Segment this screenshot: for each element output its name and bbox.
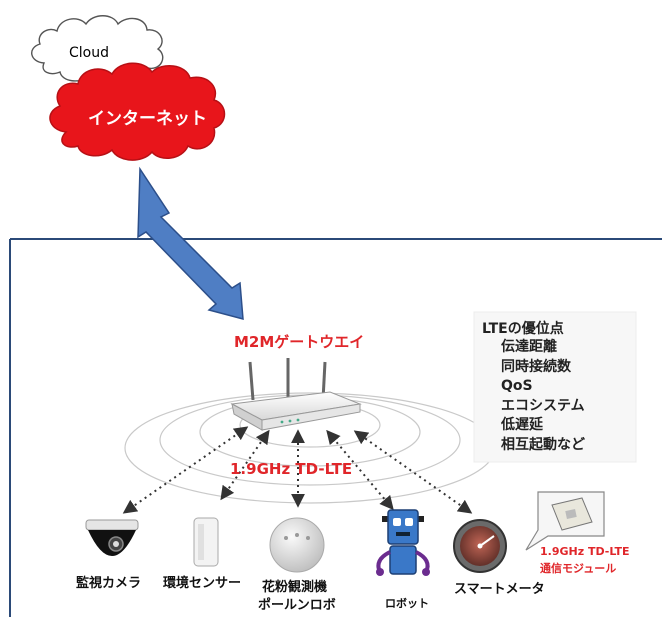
internet-cloud-label: インターネット	[88, 109, 207, 129]
lte-module-icon	[525, 491, 605, 551]
gateway-label: M2Mゲートウエイ	[234, 333, 365, 351]
double-arrow	[137, 166, 244, 320]
advantage-item: 同時接続数	[501, 358, 571, 375]
camera-label: 監視カメラ	[76, 576, 142, 591]
router-icon	[230, 358, 362, 431]
module-label-line1: 1.9GHz TD-LTE	[540, 545, 630, 558]
pollen-label-line1: 花粉観測機	[262, 580, 328, 595]
surveillance-camera-icon	[85, 519, 139, 556]
connection-arrows	[122, 426, 473, 514]
meter-label: スマートメータ	[454, 582, 545, 597]
advantage-item: 相互起動など	[501, 436, 585, 453]
smart-meter-icon	[453, 519, 507, 573]
robot-label: ロボット	[385, 597, 429, 610]
robot-icon	[376, 509, 430, 576]
advantage-item: QoS	[501, 378, 533, 394]
module-label-line2: 通信モジュール	[540, 562, 617, 575]
pollen-label-line2: ポールンロボ	[258, 598, 336, 613]
advantage-item: エコシステム	[501, 397, 585, 414]
pollen-robot-icon	[269, 517, 325, 573]
advantage-item: 低遅延	[501, 417, 543, 433]
advantages-box	[473, 311, 637, 463]
advantages-title: LTEの優位点	[482, 321, 564, 337]
advantage-item: 伝達距離	[501, 339, 557, 355]
frame-box	[9, 238, 662, 617]
small-cloud-label: Cloud	[69, 45, 109, 61]
sensor-label: 環境センサー	[163, 576, 242, 591]
network-label: 1.9GHz TD-LTE	[230, 460, 353, 478]
environment-sensor-icon	[193, 517, 219, 567]
advantages-list: 伝達距離 同時接続数 QoS エコシステム 低遅延 相互起動など	[501, 338, 585, 455]
internet-cloud-shape	[49, 62, 226, 161]
